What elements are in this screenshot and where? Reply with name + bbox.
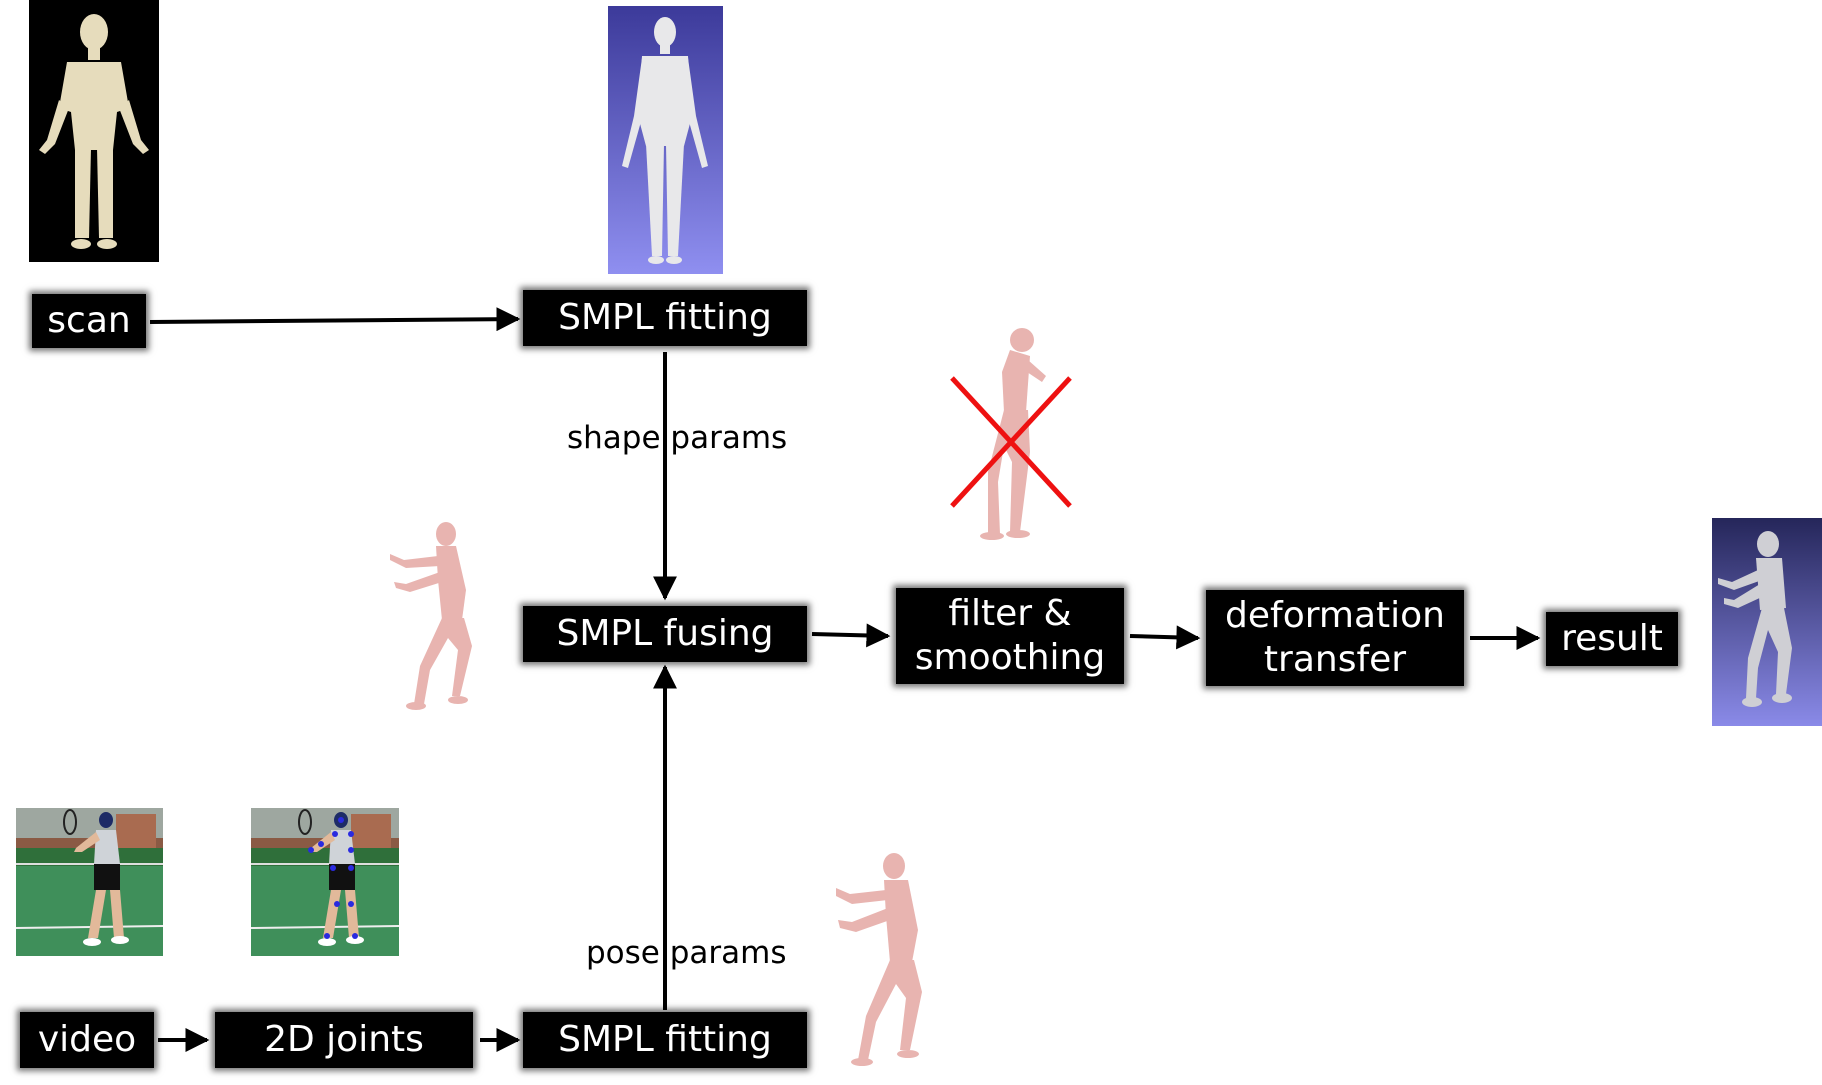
node-deform-line1: deformation [1225, 595, 1445, 636]
node-video: video [20, 1012, 154, 1068]
joints-frame [251, 808, 399, 956]
arrow-fusing-to-filter [811, 623, 891, 648]
smpl-thumbnail [608, 6, 723, 274]
joint-markers [308, 817, 358, 939]
node-smpl-fitting-bottom-label: SMPL fitting [558, 1019, 772, 1060]
node-smpl-fusing-label: SMPL fusing [556, 613, 774, 654]
arrow-filter-to-deform [1129, 625, 1201, 650]
node-filter-line2: smoothing [914, 637, 1106, 678]
video-frame [16, 808, 163, 956]
node-smpl-fitting-top-label: SMPL fitting [558, 297, 772, 338]
node-2d-joints-label: 2D joints [264, 1019, 424, 1060]
node-smpl-fitting-top: SMPL fitting [523, 290, 807, 346]
node-smpl-fitting-bottom: SMPL fitting [523, 1012, 807, 1068]
node-2d-joints: 2D joints [215, 1012, 473, 1068]
node-deform-line2: transfer [1263, 639, 1407, 680]
node-result-label: result [1561, 618, 1663, 659]
node-scan-label: scan [47, 300, 131, 341]
edge-label-pose-params: pose params [586, 935, 787, 971]
result-thumbnail [1712, 518, 1822, 726]
node-filter-smoothing: filter & smoothing [896, 588, 1124, 684]
fused-body-figure [390, 522, 472, 710]
arrow-scan-to-fitting [149, 307, 521, 332]
reject-cross-line-2 [950, 376, 1072, 508]
edge-label-shape-params: shape params [567, 420, 788, 456]
node-result: result [1546, 612, 1678, 666]
fitted-pose-figure [836, 853, 922, 1066]
node-filter-line1: filter & [948, 593, 1072, 634]
node-deformation-transfer: deformation transfer [1206, 590, 1464, 686]
scan-thumbnail [29, 0, 159, 262]
rejected-pose-figure [950, 328, 1072, 540]
node-video-label: video [37, 1019, 137, 1060]
node-scan: scan [32, 294, 146, 348]
node-smpl-fusing: SMPL fusing [523, 606, 807, 662]
